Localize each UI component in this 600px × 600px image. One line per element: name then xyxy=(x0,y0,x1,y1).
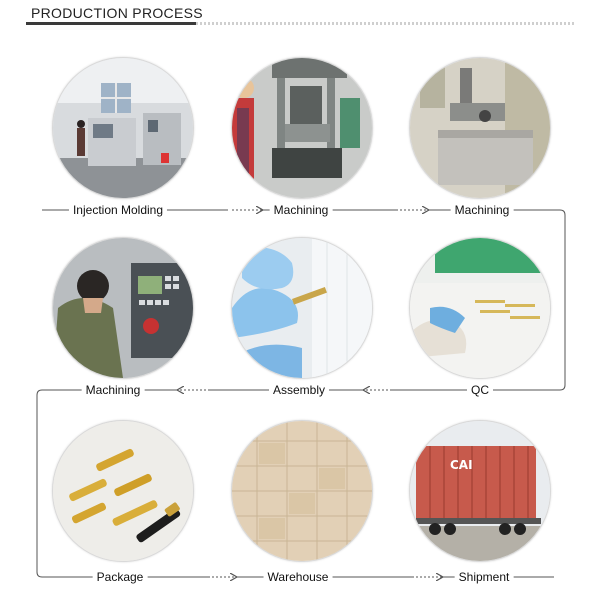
header-underline xyxy=(26,22,196,25)
photo-assembly xyxy=(231,237,373,379)
step-label-warehouse: Warehouse xyxy=(263,570,333,584)
step-label-shipment: Shipment xyxy=(454,570,514,584)
photo-machining-cnc-operator xyxy=(52,237,194,379)
step-label-machining-2: Machining xyxy=(450,203,514,217)
header-hatch-line xyxy=(196,22,574,25)
step-label-machining-3: Machining xyxy=(81,383,145,397)
photo-injection-molding xyxy=(52,57,194,199)
page-title: PRODUCTION PROCESS xyxy=(31,5,203,21)
header: PRODUCTION PROCESS xyxy=(0,0,600,34)
photo-machining-cutter xyxy=(409,57,551,199)
photo-machining-press xyxy=(231,57,373,199)
container-marking: CAI xyxy=(450,458,473,472)
step-label-package: Package xyxy=(92,570,148,584)
step-label-qc: QC xyxy=(467,383,493,397)
photo-package xyxy=(52,420,194,562)
step-label-injection-molding: Injection Molding xyxy=(68,203,168,217)
photo-shipment: CAI xyxy=(409,420,551,562)
step-label-assembly: Assembly xyxy=(268,383,330,397)
photo-qc xyxy=(409,237,551,379)
step-label-machining-1: Machining xyxy=(269,203,333,217)
photo-warehouse xyxy=(231,420,373,562)
